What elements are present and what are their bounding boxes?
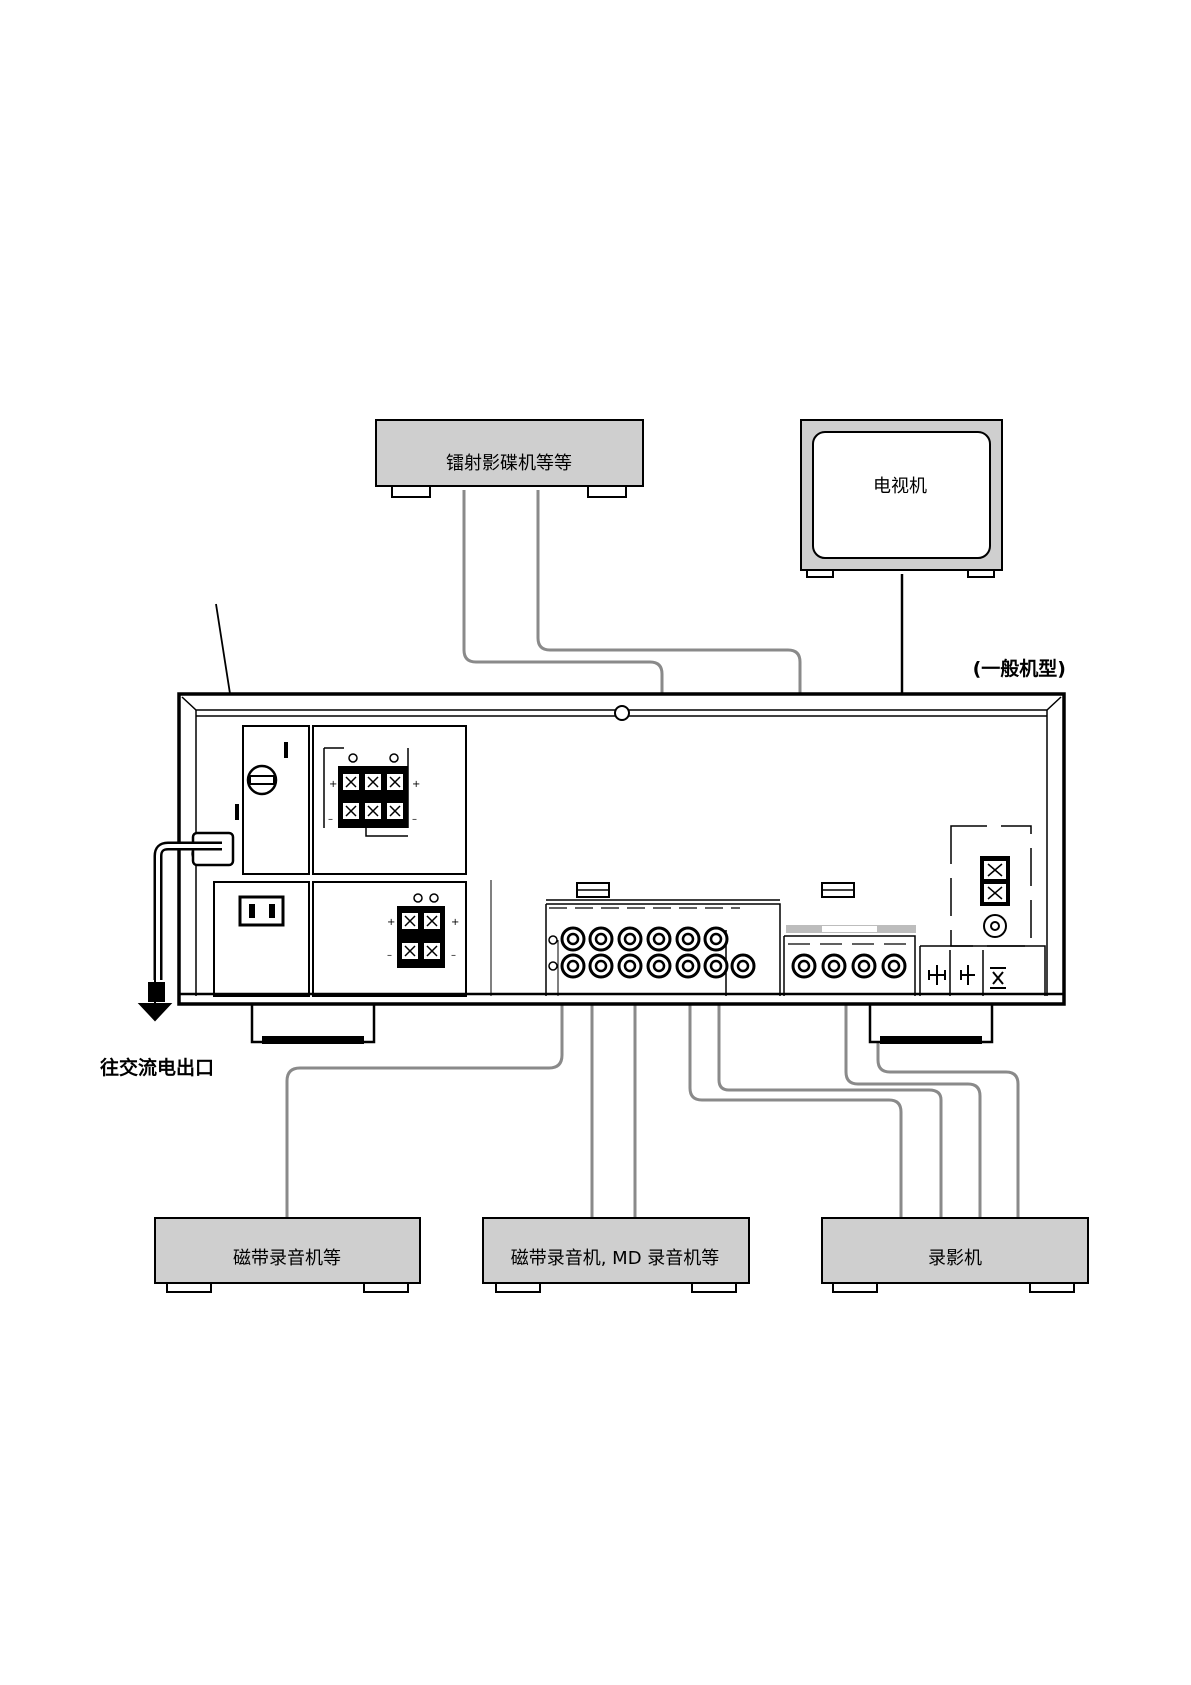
model-note: (一般机型) [973,657,1066,680]
side-mark [235,804,239,820]
ld-player-label: 镭射影碟机等等 [446,453,572,474]
svg-text:–: – [387,950,392,961]
mounting-hole [615,706,629,720]
antenna-terminals[interactable] [980,856,1010,937]
voltage-slot [250,776,274,784]
ac-outlet-label: 往交流电出口 [100,1056,214,1079]
tape-deck-label: 磁带录音机等 [233,1248,341,1269]
svg-text:–: – [412,814,417,825]
svg-text:+: + [387,917,395,928]
svg-text:+: + [412,779,420,790]
ac-outlet-socket[interactable] [240,897,283,925]
tape-md-device: 磁带录音机, MD 录音机等 [483,1218,749,1292]
receiver-foot-left-base [262,1036,364,1044]
ld-player-device: 镭射影碟机等等 [376,420,643,497]
tv-device: 电视机 [801,420,1002,577]
svg-text:–: – [328,814,333,825]
svg-text:–: – [451,950,456,961]
receiver-rear-panel: + + – – + + – – [140,694,1064,1044]
tape-md-label: 磁带录音机, MD 录音机等 [511,1248,720,1269]
svg-text:+: + [329,779,337,790]
tape-deck-device: 磁带录音机等 [155,1218,420,1292]
vcr-device: 录影机 [822,1218,1088,1292]
ac-arrow-icon [140,978,170,1020]
tv-label: 电视机 [873,476,927,497]
voltage-mark [284,742,288,758]
vcr-label: 录影机 [928,1248,982,1269]
svg-text:+: + [451,917,459,928]
receiver-foot-right-base [880,1036,982,1044]
